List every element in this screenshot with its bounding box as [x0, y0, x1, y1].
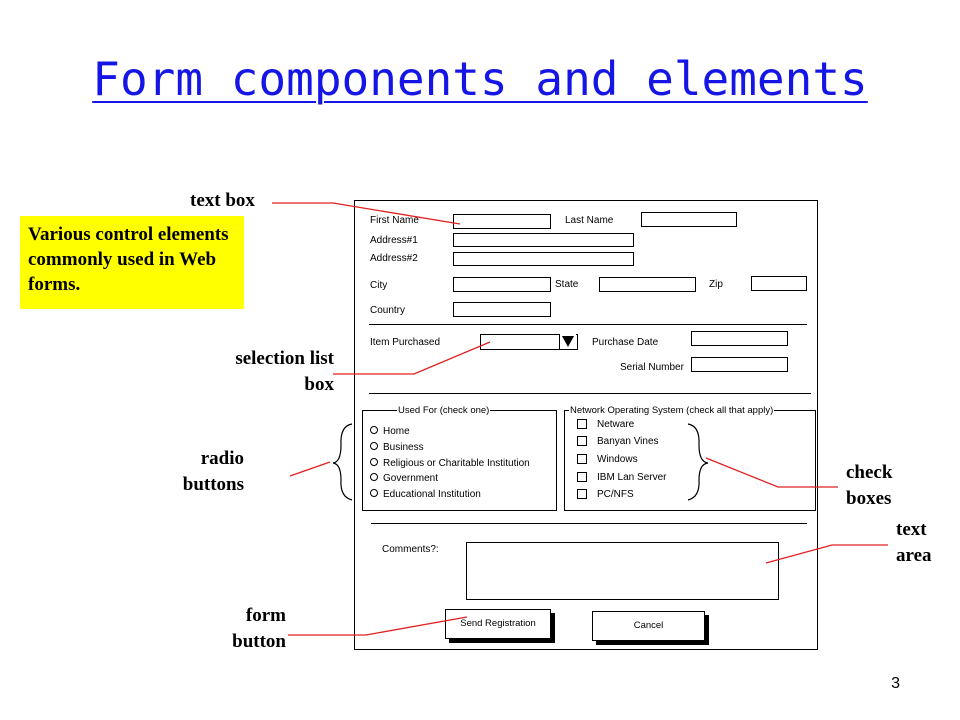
radio-label: Educational Institution [383, 489, 481, 500]
page-number: 3 [891, 675, 900, 692]
callout-line-selection-list [333, 341, 491, 375]
callout-radio-buttons: radio buttons [140, 446, 244, 498]
callout-line-radio [289, 461, 331, 477]
callout-line-form-button [288, 616, 468, 636]
purchase-date-label: Purchase Date [592, 337, 659, 348]
city-field[interactable] [453, 277, 551, 292]
radio-label: Religious or Charitable Institution [383, 458, 530, 469]
description-note: Various control elements commonly used i… [20, 216, 244, 309]
radio-bracket [332, 423, 353, 501]
checkbox-windows[interactable] [577, 454, 587, 464]
purchase-date-field[interactable] [691, 331, 788, 346]
callout-form-line2: button [232, 631, 286, 652]
cancel-button[interactable]: Cancel [592, 611, 705, 641]
serial-number-label: Serial Number [620, 362, 684, 373]
callout-text-box: text box [190, 190, 255, 211]
callout-check-line1: check [846, 462, 893, 483]
first-name-label: First Name [370, 215, 419, 226]
network-os-group: Network Operating System (check all that… [564, 405, 816, 511]
network-os-legend: Network Operating System (check all that… [569, 405, 775, 416]
checkbox-label: Windows [597, 454, 638, 465]
checkbox-banyan-vines[interactable] [577, 436, 587, 446]
callout-radio-line1: radio [200, 448, 244, 469]
address2-field[interactable] [453, 252, 634, 266]
send-registration-button[interactable]: Send Registration [445, 609, 551, 639]
radio-educational[interactable] [370, 489, 378, 497]
radio-government[interactable] [370, 473, 378, 481]
address1-label: Address#1 [370, 235, 418, 246]
callout-selection-list: selection list box [200, 346, 334, 398]
address1-field[interactable] [453, 233, 634, 247]
state-field[interactable] [599, 277, 696, 292]
last-name-label: Last Name [565, 215, 614, 226]
city-label: City [370, 280, 388, 291]
checkbox-pc-nfs[interactable] [577, 489, 587, 499]
checkbox-ibm-lan-server[interactable] [577, 472, 587, 482]
select-separator [559, 335, 560, 349]
slide-title: Form components and elements [92, 52, 868, 106]
zip-label: Zip [709, 279, 723, 290]
used-for-group: Used For (check one) Home Business Relig… [362, 405, 557, 511]
radio-label: Business [383, 442, 424, 453]
chevron-down-icon[interactable] [560, 334, 576, 349]
item-purchased-select[interactable] [480, 334, 578, 350]
radio-home[interactable] [370, 426, 378, 434]
divider [369, 393, 811, 394]
callout-check-line2: boxes [846, 488, 892, 509]
serial-number-field[interactable] [691, 357, 788, 372]
checkbox-label: Banyan Vines [597, 436, 659, 447]
callout-line-check [705, 457, 838, 488]
registration-form: First Name Last Name Address#1 Address#2… [354, 200, 818, 650]
state-label: State [555, 279, 579, 290]
callout-selection-list-line2: box [304, 374, 334, 395]
checkbox-label: PC/NFS [597, 489, 634, 500]
callout-form-button: form button [180, 603, 286, 655]
first-name-field[interactable] [453, 214, 551, 229]
callout-text-line2: area [896, 545, 932, 566]
last-name-field[interactable] [641, 212, 737, 227]
checkbox-netware[interactable] [577, 419, 587, 429]
callout-text-line1: text [896, 519, 927, 540]
callout-text-area: text area [896, 517, 932, 569]
comments-textarea[interactable] [466, 542, 779, 600]
checkbox-bracket [687, 423, 709, 501]
comments-label: Comments?: [382, 544, 439, 555]
used-for-legend: Used For (check one) [397, 405, 491, 416]
item-purchased-label: Item Purchased [370, 337, 441, 348]
checkbox-label: Netware [597, 419, 635, 430]
zip-field[interactable] [751, 276, 807, 291]
country-field[interactable] [453, 302, 551, 317]
callout-line-text-box [272, 202, 461, 225]
divider [369, 324, 807, 325]
country-label: Country [370, 305, 406, 316]
callout-form-line1: form [245, 605, 286, 626]
callout-check-boxes: check boxes [846, 460, 892, 512]
radio-label: Home [383, 426, 410, 437]
divider [371, 523, 807, 524]
radio-business[interactable] [370, 442, 378, 450]
address2-label: Address#2 [370, 253, 418, 264]
radio-religious[interactable] [370, 458, 378, 466]
checkbox-label: IBM Lan Server [597, 472, 667, 483]
callout-selection-list-line1: selection list [235, 348, 334, 369]
callout-radio-line2: buttons [182, 474, 244, 495]
callout-line-text-area [765, 544, 888, 564]
radio-label: Government [383, 473, 439, 484]
